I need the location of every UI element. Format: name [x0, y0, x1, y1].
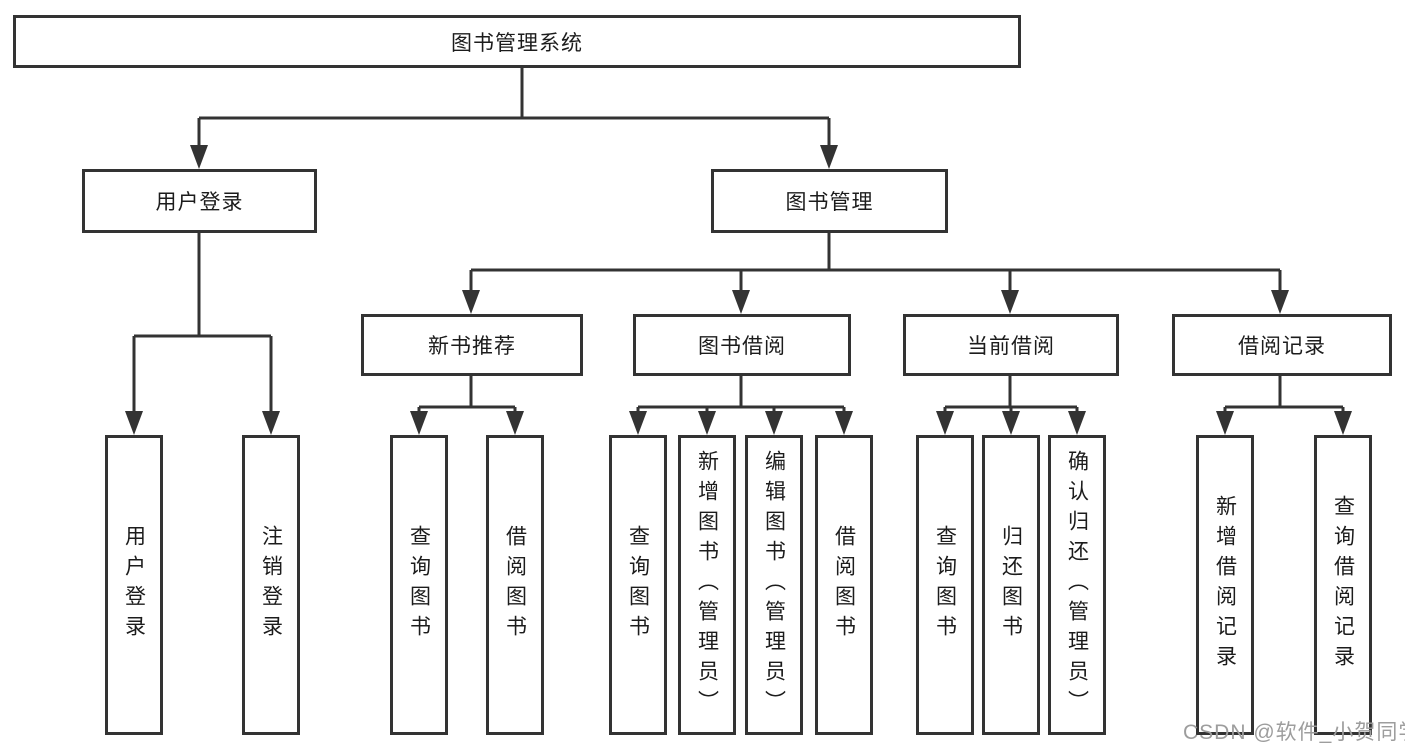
leaf-borrow-books-2: 借阅图书: [815, 435, 873, 735]
leaf-user-login: 用户登录: [105, 435, 163, 735]
leaf-query-books-2: 查询图书: [609, 435, 667, 735]
node-book-management: 图书管理: [711, 169, 948, 233]
leaf-add-borrow-record: 新增借阅记录: [1196, 435, 1254, 735]
leaf-return-books: 归还图书: [982, 435, 1040, 735]
node-book-borrow: 图书借阅: [633, 314, 851, 376]
leaf-borrow-books-1-label: 借阅图书: [503, 525, 527, 645]
leaf-confirm-return-admin: 确认归还（管理员）: [1048, 435, 1106, 735]
leaf-logout: 注销登录: [242, 435, 300, 735]
leaf-borrow-books-2-label: 借阅图书: [832, 525, 856, 645]
leaf-add-books-admin: 新增图书（管理员）: [678, 435, 736, 735]
watermark: CSDN @软件_小贺同学: [1183, 721, 1405, 744]
arrowhead-group: [125, 145, 1352, 435]
leaf-edit-books-admin-label: 编辑图书（管理员）: [762, 450, 786, 720]
node-library-system-label: 图书管理系统: [451, 31, 583, 55]
leaf-borrow-books-1: 借阅图书: [486, 435, 544, 735]
leaf-query-books-3-label: 查询图书: [933, 525, 957, 645]
leaf-query-books-1: 查询图书: [390, 435, 448, 735]
leaf-query-books-2-label: 查询图书: [626, 525, 650, 645]
leaf-user-login-label: 用户登录: [122, 525, 146, 645]
node-new-book-recommend: 新书推荐: [361, 314, 583, 376]
leaf-return-books-label: 归还图书: [999, 525, 1023, 645]
node-current-borrow-label: 当前借阅: [967, 335, 1055, 358]
leaf-add-borrow-record-label: 新增借阅记录: [1213, 495, 1237, 675]
leaf-confirm-return-admin-label: 确认归还（管理员）: [1065, 450, 1089, 720]
leaf-query-books-3: 查询图书: [916, 435, 974, 735]
node-book-management-label: 图书管理: [785, 191, 874, 214]
node-library-system: 图书管理系统: [13, 15, 1021, 68]
node-book-borrow-label: 图书借阅: [698, 335, 786, 358]
node-user-login: 用户登录: [82, 169, 317, 233]
leaf-logout-label: 注销登录: [259, 525, 283, 645]
leaf-query-borrow-record: 查询借阅记录: [1314, 435, 1372, 735]
leaf-add-books-admin-label: 新增图书（管理员）: [695, 450, 719, 720]
node-current-borrow: 当前借阅: [903, 314, 1119, 376]
node-new-book-recommend-label: 新书推荐: [428, 335, 516, 358]
leaf-query-books-1-label: 查询图书: [407, 525, 431, 645]
leaf-query-borrow-record-label: 查询借阅记录: [1331, 495, 1355, 675]
leaf-edit-books-admin: 编辑图书（管理员）: [745, 435, 803, 735]
node-user-login-label: 用户登录: [155, 191, 244, 214]
node-borrow-records-label: 借阅记录: [1238, 335, 1326, 358]
node-borrow-records: 借阅记录: [1172, 314, 1392, 376]
